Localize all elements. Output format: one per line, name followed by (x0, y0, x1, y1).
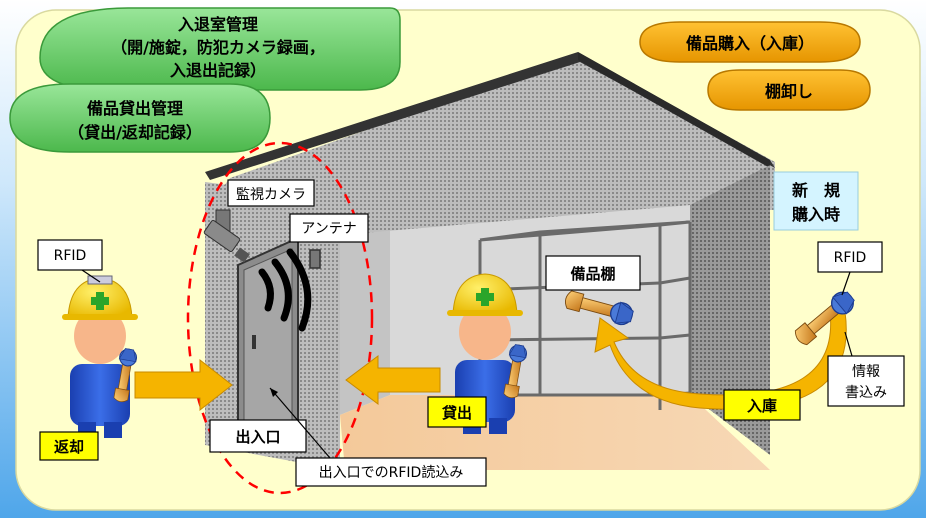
rfid-right-box: RFID (817, 241, 883, 273)
shelf-label: 備品棚 (570, 265, 615, 283)
antenna-label: アンテナ (301, 221, 356, 237)
lend-arrow (345, 355, 441, 405)
entry-management-line1: 入退室管理 (178, 15, 258, 34)
entry-management-line3: 入退出記録） (170, 61, 266, 80)
new-purchase-box: 新 規 購入時 (773, 171, 859, 231)
return-tag: 返却 (39, 431, 99, 461)
camera-label: 監視カメラ (236, 186, 306, 203)
arrows (134, 311, 847, 412)
rfid-right-label: RFID (834, 250, 867, 266)
person-icon (62, 275, 138, 438)
rfid-read-box: 出入口でのRFID読込み (269, 387, 487, 487)
stock-in-label: 入庫 (747, 397, 777, 415)
camera-icon (203, 209, 250, 263)
door-label-box: 出入口 (209, 419, 307, 453)
info-write-line2: 書込み (845, 385, 887, 401)
info-write-line1: 情報 (852, 364, 880, 380)
entry-management-line2: （開/施錠，防犯カメラ録画， (111, 38, 325, 57)
antenna-label-box: アンテナ (289, 213, 369, 243)
lending-management-bubble: 備品貸出管理 （貸出/返却記録） (9, 83, 271, 153)
antenna-wave-icon (258, 248, 321, 332)
inventory-bubble: 棚卸し (707, 69, 871, 111)
stock-in-tag: 入庫 (723, 389, 801, 421)
purchase-label: 備品購入（入庫） (686, 34, 814, 53)
side-wall (690, 165, 770, 455)
return-arrow (134, 358, 233, 412)
return-label: 返却 (54, 438, 84, 456)
lending-management-line1: 備品貸出管理 (87, 99, 183, 118)
lend-label: 貸出 (442, 404, 472, 422)
rfid-read-area (186, 141, 374, 495)
rfid-left-label: RFID (54, 248, 87, 264)
entry-management-bubble: 入退室管理 （開/施錠，防犯カメラ録画， 入退出記録） (39, 7, 401, 91)
inventory-label: 棚卸し (765, 82, 813, 101)
new-purchase-line2: 購入時 (791, 205, 840, 224)
door-handle (252, 335, 256, 349)
purchase-bubble: 備品購入（入庫） (639, 21, 861, 63)
lending-management-line2: （貸出/返却記録） (68, 123, 202, 142)
info-write-box: 情報 書込み (827, 355, 905, 407)
lend-tag: 貸出 (427, 396, 487, 428)
camera-label-box: 監視カメラ (227, 179, 315, 207)
rfid-left-box: RFID (37, 239, 103, 271)
shelf-label-box: 備品棚 (545, 255, 641, 291)
new-purchase-line1: 新 規 (792, 181, 840, 200)
door-label: 出入口 (235, 428, 280, 446)
rfid-read-label: 出入口でのRFID読込み (319, 464, 464, 481)
